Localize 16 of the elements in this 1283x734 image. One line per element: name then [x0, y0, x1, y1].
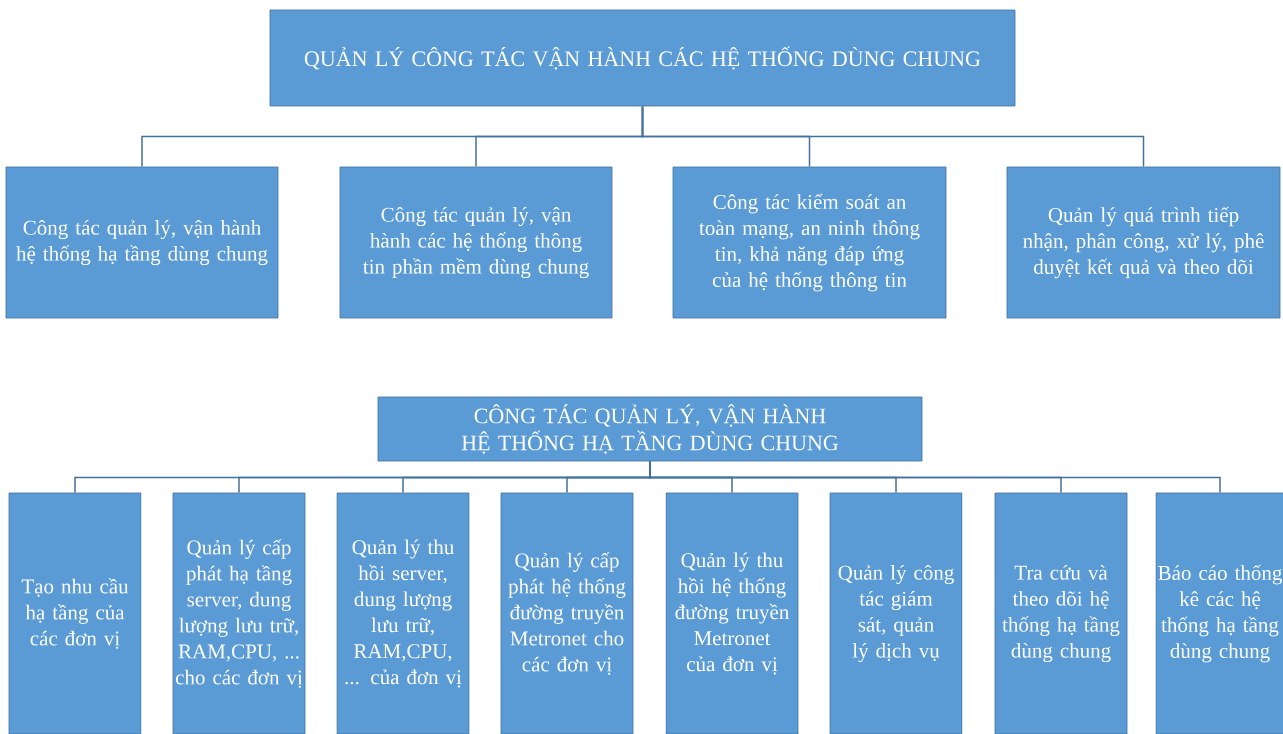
process-box: Quản lý cấp phát hạ tầng server, dung lượng lưu trữ, RAM,CPU, ... cho các đơn vị	[172, 492, 306, 734]
title-box: QUẢN LÝ CÔNG TÁC VẬN HÀNH CÁC HỆ THỐNG DÙNG CHUNG	[269, 9, 1016, 107]
process-box: Công tác quản lý, vận hành các hệ thống thông tin phần mềm dùng chung	[339, 166, 613, 319]
process-box: Tạo nhu cầu hạ tầng của các đơn vị	[8, 492, 142, 734]
process-box: Báo cáo thống kê các hệ thống hạ tầng dùng chung	[1155, 492, 1283, 734]
title-box: CÔNG TÁC QUẢN LÝ, VẬN HÀNH HỆ THỐNG HẠ TẦNG DÙNG CHUNG	[377, 396, 923, 462]
process-box: Quản lý quá trình tiếp nhận, phân công, xử lý, phê duyệt kết quả và theo dõi	[1006, 166, 1281, 319]
process-box: Tra cứu và theo dõi hệ thống hạ tầng dùng chung	[994, 492, 1128, 734]
connector-line	[649, 460, 1221, 494]
process-box: Quản lý thu hồi hệ thống đường truyền Metronet của đơn vị	[665, 492, 799, 734]
process-box: Quản lý công tác giám sát, quản lý dịch vụ	[829, 492, 963, 734]
process-box: Công tác quản lý, vận hành hệ thống hạ tầng dùng chung	[5, 166, 279, 319]
process-box: Công tác kiểm soát an toàn mạng, an ninh thông tin, khả năng đáp ứng của hệ thống thông tin	[672, 166, 947, 319]
connector-line	[641, 105, 1145, 168]
process-box: Quản lý thu hồi server, dung lượng lưu trữ, RAM,CPU, ... của đơn vị	[336, 492, 470, 734]
process-box: Quản lý cấp phát hệ thống đường truyền Metronet cho các đơn vị	[500, 492, 634, 734]
